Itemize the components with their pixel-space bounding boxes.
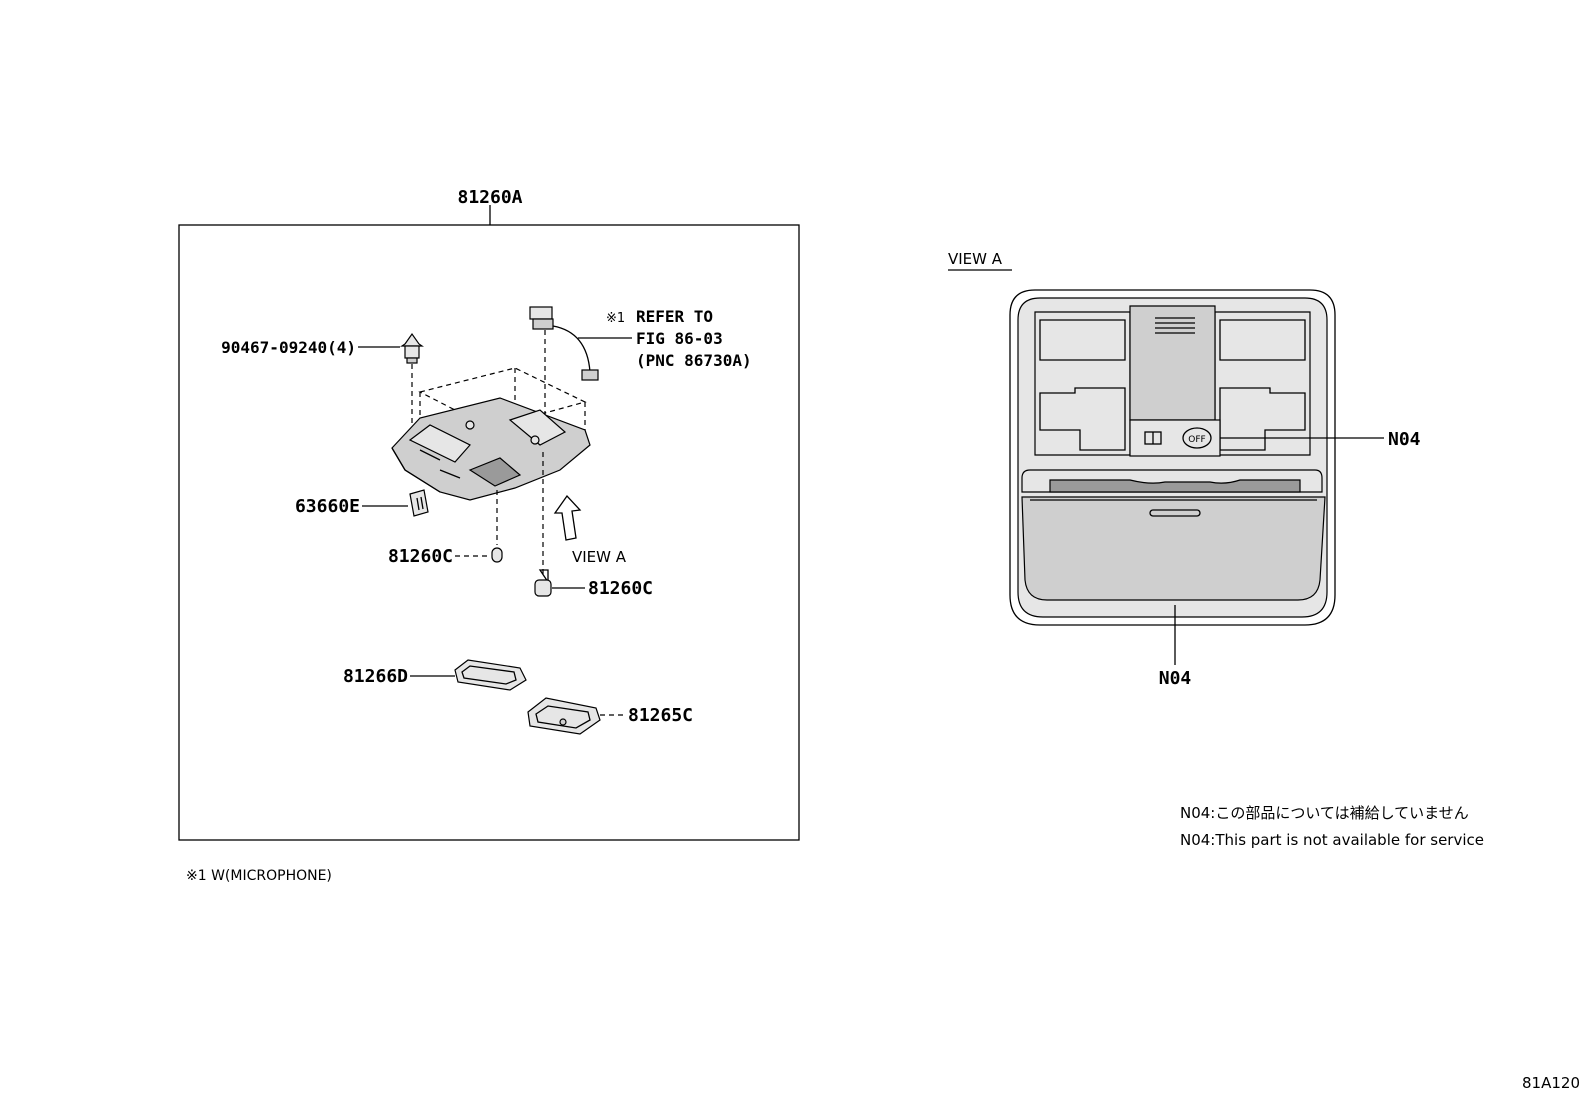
- n04-bottom-label[interactable]: N04: [1159, 668, 1192, 689]
- overhead-console-housing-icon: [391, 397, 591, 501]
- refer-line3[interactable]: (PNC 86730A): [636, 351, 752, 370]
- console-front-view-icon: OFF: [1009, 289, 1336, 626]
- clip-screw-icon: [400, 332, 424, 364]
- main-assembly-label[interactable]: 81260A: [457, 187, 522, 208]
- refer-line1: REFER TO: [636, 307, 713, 326]
- footnote: ※1 W(MICROPHONE): [186, 868, 332, 884]
- view-title: VIEW A: [948, 250, 1003, 268]
- figure-id: 81A120: [1522, 1074, 1580, 1092]
- view-arrow-label[interactable]: VIEW A: [572, 548, 627, 566]
- note-en: N04:This part is not available for servi…: [1180, 831, 1484, 849]
- lens-c-icon: [527, 697, 601, 735]
- bulb-left-label[interactable]: 81260C: [388, 546, 453, 567]
- screw-label[interactable]: 90467-09240(4): [221, 338, 356, 357]
- assembly-frame: [178, 224, 800, 841]
- switch-icon: [409, 489, 429, 517]
- off-button-text: OFF: [1188, 435, 1205, 445]
- n04-right-label[interactable]: N04: [1388, 429, 1421, 450]
- off-button-icon: OFF: [1182, 427, 1212, 449]
- lens-c-label[interactable]: 81265C: [628, 705, 693, 726]
- lens-d-label[interactable]: 81266D: [343, 666, 408, 687]
- bulb-right-label[interactable]: 81260C: [588, 578, 653, 599]
- microphone-wire-icon: [529, 306, 599, 381]
- refer-mark: ※1: [606, 311, 625, 326]
- lens-d-icon: [454, 659, 527, 691]
- bulb-right-icon: [534, 569, 552, 597]
- view-a-arrow-icon: [553, 494, 582, 541]
- refer-line2[interactable]: FIG 86-03: [636, 329, 723, 348]
- microphone-grille-icon: [1155, 317, 1195, 334]
- note-jp: N04:この部品については補給していません: [1180, 804, 1469, 822]
- switch-label[interactable]: 63660E: [295, 496, 360, 517]
- bulb-left-icon: [491, 547, 503, 563]
- sunroof-switch-icon: [1144, 431, 1162, 445]
